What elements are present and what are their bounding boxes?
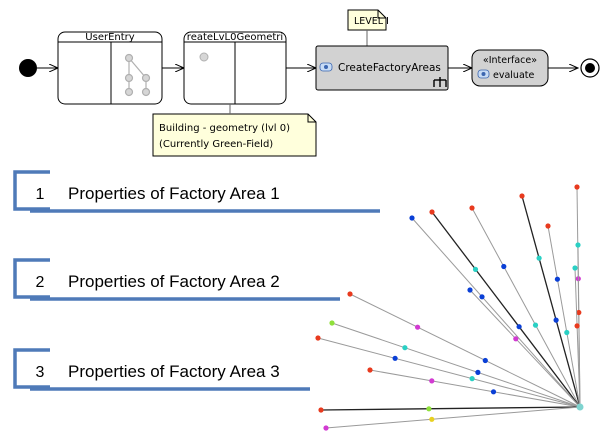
network-node [576, 309, 582, 316]
property-box-1: 1 Properties of Factory Area 1 [13, 170, 380, 213]
interface-stereotype: «Interface» [483, 55, 537, 66]
network-node [429, 378, 435, 384]
level-note-text: LEVEL I [354, 16, 389, 27]
network-edge [349, 293, 581, 408]
network-node [415, 324, 421, 330]
network-edge [471, 207, 581, 408]
network-node [475, 369, 481, 375]
network-edge [469, 289, 581, 408]
subactivity-node-icon [199, 52, 209, 62]
network-node [318, 407, 324, 413]
network-node [572, 265, 578, 271]
network-edge [431, 211, 581, 408]
network-node [469, 376, 475, 382]
network-edge [574, 267, 581, 408]
initial-node [19, 59, 37, 77]
decision-tree-icon [124, 53, 151, 97]
network-edge [411, 217, 581, 408]
network-edge [325, 406, 581, 429]
network-node [553, 317, 559, 323]
property-label-3: Properties of Factory Area 3 [68, 362, 280, 381]
network-node [554, 276, 561, 282]
network-node [329, 320, 335, 326]
network-node [367, 367, 373, 373]
call-behavior-icon [433, 77, 447, 87]
network-node [536, 255, 542, 261]
property-number-3: 3 [36, 364, 45, 381]
network-node [409, 215, 415, 221]
factory-layout-network [315, 184, 584, 431]
level-note: LEVEL I [347, 9, 389, 31]
property-box-3: 3 Properties of Factory Area 3 [13, 348, 310, 391]
network-node [472, 266, 479, 272]
interface-evaluate-action[interactable]: «Interface» evaluate [471, 49, 549, 87]
action-icon [477, 69, 490, 79]
network-node [467, 287, 473, 293]
network-node [516, 324, 522, 330]
create-factory-label: CreateFactoryAreas [338, 62, 441, 74]
network-edge [320, 406, 581, 411]
create-geometry-activity[interactable]: reateLvL0Geometri [183, 31, 287, 105]
final-node [580, 58, 600, 78]
network-edge [521, 195, 581, 408]
network-edge [547, 225, 581, 408]
network-node [513, 336, 519, 342]
network-node [574, 323, 580, 329]
network-node [429, 209, 435, 215]
network-node [426, 406, 432, 412]
create-geometry-label: reateLvL0Geometri [187, 32, 283, 43]
network-node [402, 345, 408, 351]
network-node [545, 223, 551, 229]
network-edge [369, 369, 581, 408]
network-node [429, 416, 435, 422]
property-label-1: Properties of Factory Area 1 [68, 184, 280, 203]
property-label-2: Properties of Factory Area 2 [68, 272, 280, 291]
network-node [490, 389, 497, 395]
network-node [575, 242, 581, 248]
building-note-line2: (Currently Green-Field) [159, 139, 273, 150]
network-node [574, 184, 580, 190]
building-note-line1: Building - geometry (lvl 0) [159, 123, 290, 134]
network-node [469, 205, 475, 211]
network-node [392, 355, 398, 361]
network-node [519, 193, 525, 199]
network-node [564, 329, 570, 336]
building-note: Building - geometry (lvl 0) (Currently G… [152, 113, 317, 157]
network-edge [317, 337, 581, 408]
network-hub-node [576, 403, 584, 411]
network-node [347, 291, 353, 297]
user-entry-activity[interactable]: UserEntry [57, 31, 163, 105]
network-node [532, 322, 539, 328]
evaluate-label: evaluate [493, 70, 534, 81]
action-icon [319, 62, 333, 72]
network-node [479, 294, 485, 300]
network-node [482, 357, 488, 364]
property-number-1: 1 [36, 186, 45, 203]
network-node [315, 335, 321, 341]
property-number-2: 2 [36, 274, 45, 291]
user-entry-label: UserEntry [85, 32, 134, 43]
network-node [501, 263, 507, 270]
network-node [323, 425, 329, 431]
network-edge [331, 322, 581, 408]
create-factory-areas-action[interactable]: CreateFactoryAreas [315, 45, 449, 91]
property-box-2: 2 Properties of Factory Area 2 [13, 258, 340, 301]
